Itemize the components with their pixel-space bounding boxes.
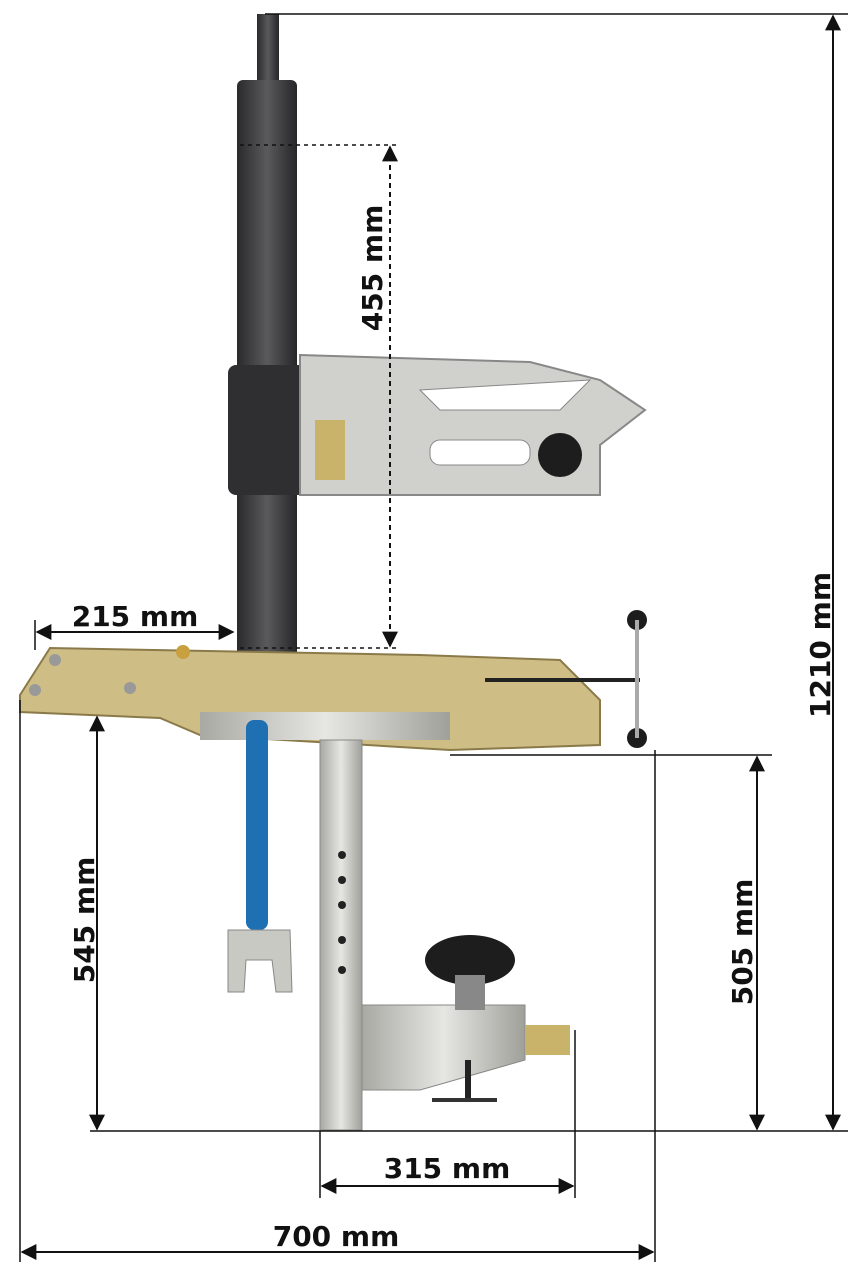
machine-illustration (19, 14, 647, 1131)
upper-clamp-arm (299, 353, 647, 496)
total-width-label: 700 mm (273, 1220, 400, 1253)
right-height-label: 505 mm (726, 879, 759, 1006)
total-height-label: 1210 mm (804, 572, 837, 718)
clamp-reach-label: 315 mm (384, 1152, 511, 1185)
column-top-cap (257, 14, 279, 84)
wrench (227, 720, 293, 993)
column-collar (228, 365, 306, 495)
plate-overhang-label: 215 mm (72, 600, 199, 633)
base-plate (19, 610, 647, 752)
vertical-post (319, 739, 570, 1131)
dimension-lines (19, 13, 848, 1262)
column-travel-label: 455 mm (356, 205, 389, 332)
plate-height-label: 545 mm (68, 857, 101, 984)
